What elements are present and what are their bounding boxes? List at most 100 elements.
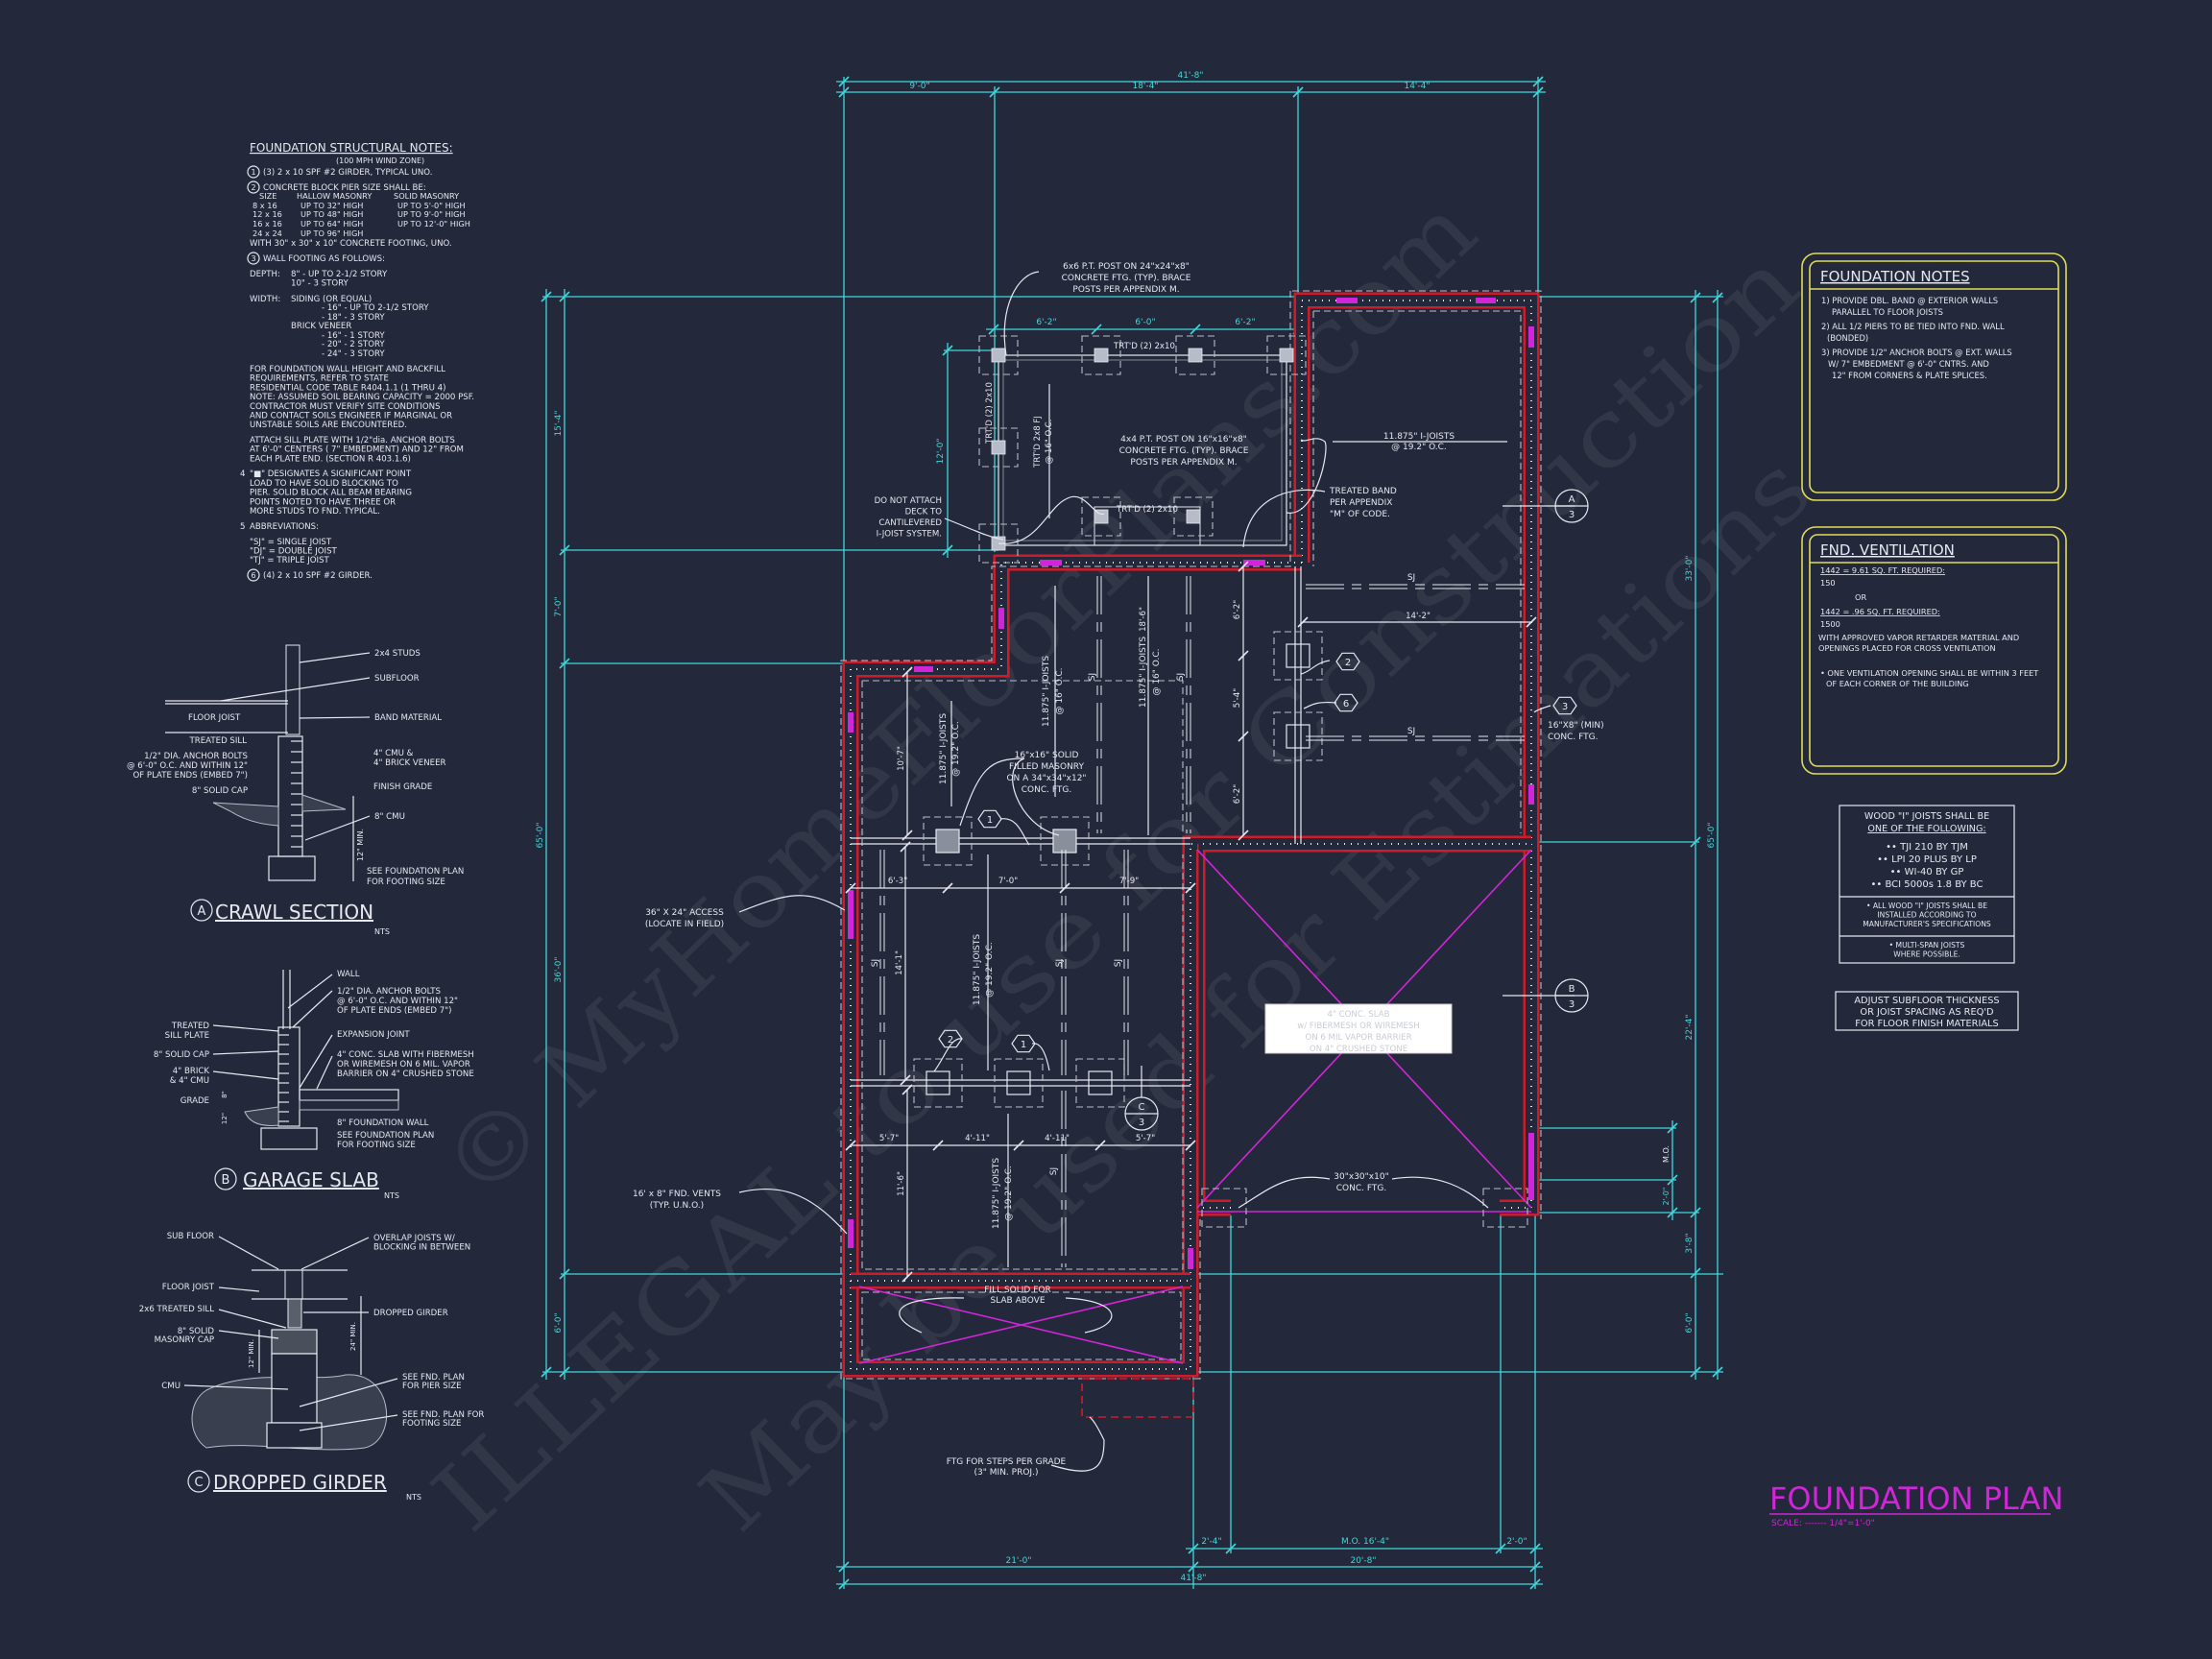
note-marker	[247, 252, 260, 265]
leader-line	[1286, 438, 1327, 514]
width-line: - 16" - 1 STORY	[322, 331, 385, 341]
leader-line	[998, 495, 1105, 544]
joists-16-label: @ 16" O.C.	[1055, 667, 1065, 714]
no-attach-note: CANTILEVERED	[878, 518, 942, 528]
pier-tag-1	[1011, 1034, 1036, 1053]
fill-solid-note: SLAB ABOVE	[990, 1296, 1045, 1306]
dim-right: 3'-8"	[1685, 1233, 1695, 1253]
joist-box-heading: ONE OF THE FOLLOWING:	[1867, 824, 1985, 834]
ventilation-box	[1801, 526, 2067, 775]
garage-label-dim: 12"	[221, 1113, 228, 1124]
sj-label: SJ	[871, 959, 880, 967]
garage-slab-note: w/ FIBERMESH OR WIREMESH	[1297, 1022, 1420, 1031]
pier	[1052, 829, 1077, 854]
girder-label-footing: SEE FND. PLAN FOR	[402, 1410, 484, 1420]
cmu-pier	[271, 1353, 318, 1424]
note-5-number: 5	[240, 522, 245, 532]
dimension-tick	[845, 882, 856, 894]
ventilation-title: FND. VENTILATION	[1820, 541, 1955, 559]
pier-table-cell: UP TO 48" HIGH	[301, 209, 363, 219]
leader-line	[1242, 489, 1326, 548]
dimension-tick	[1690, 292, 1701, 303]
pier	[1088, 1070, 1113, 1095]
crawl-label-min: 12" MIN.	[356, 829, 365, 861]
ventilation-line: OF EACH CORNER OF THE BUILDING	[1826, 679, 1969, 688]
pier-table-cell: UP TO 96" HIGH	[301, 228, 363, 238]
sill-paragraph-line: AT 6'-0" CENTERS ( 7" EMBEDMENT) AND 12"…	[250, 445, 464, 455]
wall-paragraph-line: REQUIREMENTS, REFER TO STATE	[250, 374, 389, 384]
foundation-note-line: 1) PROVIDE DBL. BAND @ EXTERIOR WALLS	[1821, 296, 1998, 305]
deck-post	[1279, 348, 1294, 363]
dim-right: 22'-4"	[1685, 1014, 1695, 1040]
sj-label: SJ	[1407, 727, 1415, 736]
dim-left-overall: 65'-0"	[536, 822, 545, 848]
foundation-note-line: 12" FROM CORNERS & PLATE SPLICES.	[1832, 371, 1987, 380]
joist-multispan-line: • MULTI-SPAN JOISTS	[1889, 941, 1965, 950]
joists-192-label: 11.875" I-JOISTS	[973, 934, 982, 1005]
dimension-tick	[1238, 830, 1249, 841]
leader-line	[1300, 660, 1331, 675]
dim-bottom: 20'-8"	[1350, 1556, 1376, 1566]
girder-label-sill: 2x6 TREATED SILL	[139, 1305, 214, 1314]
leader-line	[999, 818, 1030, 846]
pier-table-cell: UP TO 64" HIGH	[301, 219, 363, 228]
girder-label-min24: 24" MIN.	[349, 1322, 357, 1351]
dim-right: 6'-0"	[1685, 1312, 1695, 1333]
wall-concrete-hatch	[1301, 300, 1532, 1209]
crawl-label-grade: FINISH GRADE	[373, 782, 432, 792]
dim-top-overall: 41'-8"	[1177, 71, 1203, 81]
dim-vertical: 14'-1"	[895, 950, 904, 975]
deck-post-footing	[978, 427, 1019, 468]
access-note: (LOCATE IN FIELD)	[645, 920, 724, 929]
garage-label-wall8: 8" FOUNDATION WALL	[337, 1118, 429, 1128]
girder-label-cmu: CMU	[161, 1382, 180, 1391]
deck-post-note: 6x6 P.T. POST ON 24"x24"x8"	[1063, 262, 1190, 272]
dimension-tick	[942, 882, 953, 894]
foundation-notes-title: FOUNDATION NOTES	[1820, 268, 1970, 285]
pier-tag-1-number: 1	[987, 815, 993, 826]
treated-band-note: PER APPENDIX	[1330, 498, 1392, 508]
crawl-label-cmu: 8" CMU	[374, 812, 405, 822]
dim-bottom-small: 2'-0"	[1506, 1537, 1527, 1547]
dimension-tick	[1059, 882, 1070, 894]
dimension-tick	[1526, 616, 1537, 628]
crushed-stone	[299, 1099, 399, 1111]
sheet-scale: SCALE: ------- 1/4"=1'-0"	[1771, 1519, 1875, 1528]
dimension-tick	[1185, 1140, 1196, 1151]
ventilation-line: OR	[1855, 592, 1866, 602]
pier-footing	[1075, 1058, 1125, 1108]
crawl-label-footing: SEE FOUNDATION PLAN	[367, 867, 464, 877]
depth-line: 8" - UP TO 2-1/2 STORY	[291, 270, 388, 279]
fill-solid-note: FILL SOLID FOR	[984, 1286, 1051, 1295]
joist-option: •• LPI 20 PLUS BY LP	[1877, 854, 1977, 865]
deck-beam-side-label: TRT'D (2) 2x10	[985, 382, 995, 445]
garage-slab-nts: NTS	[384, 1191, 399, 1200]
subfloor-note-line: FOR FLOOR FINISH MATERIALS	[1855, 1019, 1998, 1029]
garage-footing	[1482, 1188, 1528, 1228]
no-attach-note: DO NOT ATTACH	[875, 496, 942, 506]
sill-paragraph-line: ATTACH SILL PLATE WITH 1/2"dia. ANCHOR B…	[250, 436, 455, 445]
dim-right-overall: 65'-0"	[1707, 822, 1717, 848]
dim-interior-upper: 6'-3"	[888, 877, 907, 886]
deck-post-footing	[1175, 335, 1215, 375]
foundation-note-line: 3) PROVIDE 1/2" ANCHOR BOLTS @ EXT. WALL…	[1821, 348, 2012, 357]
dim-vertical: 10'-7"	[897, 746, 906, 771]
girder-label-pier: FOR PIER SIZE	[402, 1382, 462, 1391]
dim-deck: 6'-0"	[1135, 318, 1155, 327]
dim-bottom-overall: 41'-8"	[1180, 1574, 1206, 1583]
ventilation-line: 1442 = 9.61 SQ. FT. REQUIRED:	[1820, 565, 1945, 575]
dim-right-small: 2'-0"	[1662, 1188, 1671, 1206]
garage-label-brick: & 4" CMU	[170, 1076, 209, 1086]
treated-band-note: TREATED BAND	[1329, 487, 1397, 496]
garage-slab-title: GARAGE SLAB	[243, 1168, 379, 1191]
dim-bottom: 21'-0"	[1005, 1556, 1031, 1566]
foundation-notes-box	[1801, 252, 2067, 501]
crawl-label-sill: TREATED SILL	[189, 736, 248, 746]
garage-slab-note: 4" CONC. SLAB	[1327, 1010, 1389, 1020]
pier	[1286, 643, 1310, 668]
note-marker-text: 2	[251, 183, 255, 192]
ventilation-line: OPENINGS PLACED FOR CROSS VENTILATION	[1818, 643, 1996, 653]
pier-table-cell: 24 x 24	[252, 228, 282, 238]
deck-post	[1188, 348, 1203, 363]
deck-post	[991, 440, 1006, 455]
